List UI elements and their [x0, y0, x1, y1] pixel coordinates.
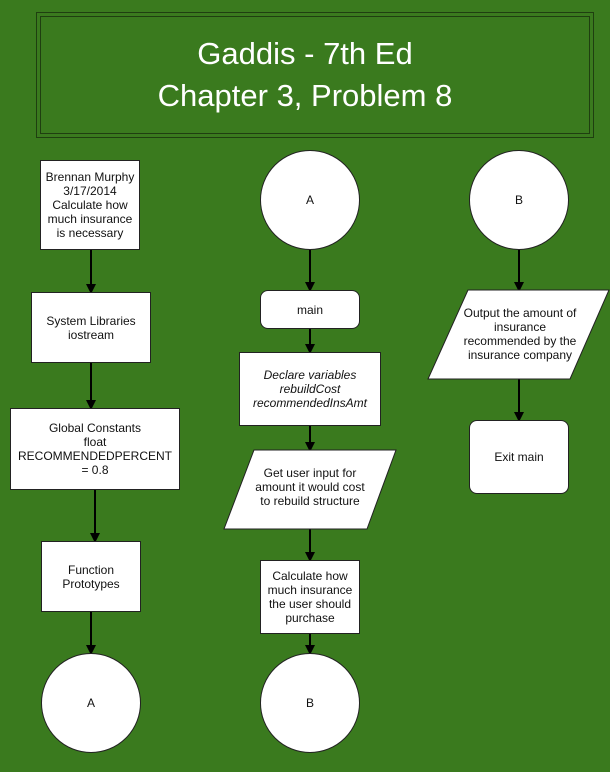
function-prototypes-box: Function Prototypes: [41, 541, 141, 612]
main-terminal: main: [260, 290, 360, 329]
calculate-box: Calculate how much insurance the user sh…: [260, 560, 360, 634]
system-libraries-box: System Libraries iostream: [31, 292, 151, 363]
connector-a-in-label: A: [305, 193, 314, 207]
get-input-text: Get user input for amount it would cost …: [255, 466, 365, 508]
calculate-text: Calculate how much insurance the user sh…: [267, 569, 353, 625]
title-frame-outer: [36, 12, 594, 138]
exit-main-text: Exit main: [494, 450, 544, 464]
connector-a-out: A: [41, 653, 141, 753]
connector-b-out: B: [260, 653, 360, 753]
declare-variables-text: Declare variables rebuildCost recommende…: [252, 368, 368, 410]
global-constants-box: Global Constants float RECOMMENDEDPERCEN…: [10, 408, 180, 490]
diagram-title: Gaddis - 7th Ed: [197, 36, 413, 71]
function-prototypes-text: Function Prototypes: [62, 562, 120, 591]
connector-a-in: A: [260, 150, 360, 250]
output-parallelogram-shape: [427, 289, 610, 380]
output-parallelogram: Output the amount of insurance recommend…: [450, 296, 590, 372]
exit-main-terminal: Exit main: [469, 420, 569, 494]
header-comment-box: Brennan Murphy 3/17/2014 Calculate how m…: [40, 160, 140, 250]
global-constants-text: Global Constants float RECOMMENDEDPERCEN…: [17, 421, 172, 477]
input-parallelogram-shape: [223, 449, 397, 530]
get-input-parallelogram: Get user input for amount it would cost …: [236, 456, 384, 518]
connector-b-in-label: B: [514, 193, 523, 207]
title-frame-inner: [40, 16, 590, 134]
connector-b-in: B: [469, 150, 569, 250]
diagram-subtitle: Chapter 3, Problem 8: [157, 78, 453, 113]
output-text: Output the amount of insurance recommend…: [463, 306, 577, 362]
main-terminal-text: main: [296, 302, 323, 317]
system-libraries-text: System Libraries iostream: [46, 313, 136, 342]
declare-variables-box: Declare variables rebuildCost recommende…: [239, 352, 381, 426]
header-comment-text: Brennan Murphy 3/17/2014 Calculate how m…: [45, 170, 135, 240]
connector-a-out-label: A: [86, 696, 95, 710]
connector-b-out-label: B: [305, 696, 314, 710]
